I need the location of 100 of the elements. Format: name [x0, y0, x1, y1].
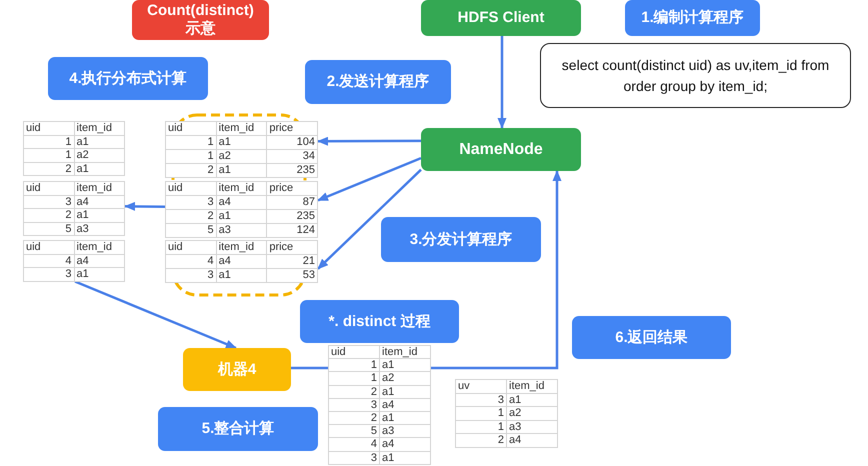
table-cell: 104: [267, 136, 317, 149]
arrow: [74, 280, 237, 350]
header-cell: item_id: [74, 182, 124, 194]
header-cell: uid: [166, 241, 216, 254]
data-table: [23, 240, 125, 282]
header-cell: item_id: [216, 122, 266, 135]
table-cell: 1: [166, 136, 216, 149]
table-cell: a3: [74, 222, 124, 235]
table-cell: 1: [24, 136, 74, 148]
table-cell: 53: [267, 269, 317, 282]
table-cell: a2: [74, 149, 124, 162]
data-table: [328, 345, 431, 465]
table-cell: 2: [166, 210, 216, 223]
arrow: [317, 136, 421, 146]
table-cell: a1: [74, 268, 124, 280]
table-cell: 2: [166, 164, 216, 177]
header-cell: item_id: [380, 346, 430, 358]
table-cell: a1: [74, 209, 124, 222]
table-cell: a4: [507, 434, 557, 447]
table-cell: 1: [456, 420, 506, 434]
table-cell: 1: [329, 359, 379, 372]
table-cell: 5: [24, 222, 74, 235]
table-cell: a1: [380, 412, 430, 424]
header-cell: uid: [166, 182, 216, 195]
table-cell: a1: [380, 386, 430, 398]
table-cell: a2: [216, 150, 266, 163]
table-cell: 3: [166, 269, 216, 282]
table-cell: a1: [216, 164, 266, 177]
table-cell: 2: [329, 412, 379, 424]
table-cell: 1: [329, 372, 379, 385]
table-cell: a3: [507, 420, 557, 434]
step-box: 1.编制计算程序: [625, 0, 760, 36]
header-cell: price: [267, 241, 317, 254]
machine-box: 机器4: [183, 348, 291, 391]
table-cell: 21: [267, 255, 317, 268]
data-table: [165, 121, 318, 178]
header-cell: uv: [456, 380, 506, 393]
table-cell: a2: [507, 407, 557, 420]
table-cell: 1: [24, 149, 74, 162]
table-cell: 87: [267, 196, 317, 209]
table-cell: a4: [74, 196, 124, 208]
table-cell: a1: [216, 136, 266, 149]
table-cell: a3: [380, 425, 430, 438]
table-cell: a1: [216, 210, 266, 223]
step-box: 5.整合计算: [158, 407, 318, 451]
header-cell: uid: [24, 182, 74, 194]
table-cell: 3: [456, 394, 506, 406]
table-cell: a1: [380, 452, 430, 464]
header-cell: item_id: [507, 380, 557, 393]
arrow: [498, 36, 506, 129]
step-box: 3.分发计算程序: [381, 217, 541, 262]
table-cell: 4: [329, 438, 379, 450]
header-cell: uid: [24, 241, 74, 254]
arrow: [317, 168, 422, 270]
step-box: *. distinct 过程: [300, 300, 459, 343]
arrow: [317, 156, 422, 202]
header-cell: item_id: [216, 241, 266, 254]
table-cell: a1: [216, 269, 266, 282]
table-cell: a1: [74, 136, 124, 148]
data-table: [455, 379, 558, 448]
header-cell: item_id: [74, 122, 124, 134]
table-cell: 2: [24, 162, 74, 175]
query-box: select count(distinct uid) as uv,item_id from order group by item_id;: [540, 43, 851, 108]
table-cell: a4: [380, 398, 430, 411]
table-cell: 3: [24, 268, 74, 280]
table-cell: 235: [267, 164, 317, 177]
table-cell: 235: [267, 210, 317, 223]
table-cell: 5: [166, 224, 216, 237]
header-cell: item_id: [74, 241, 124, 254]
step-box: 2.发送计算程序: [305, 60, 451, 104]
table-cell: 3: [166, 196, 216, 209]
header-cell: uid: [166, 122, 216, 135]
table-cell: 3: [24, 196, 74, 208]
table-cell: 4: [166, 255, 216, 268]
table-cell: 1: [166, 150, 216, 163]
table-cell: a1: [380, 359, 430, 372]
table-cell: 3: [329, 398, 379, 411]
table-cell: a4: [216, 196, 266, 209]
header-cell: item_id: [216, 182, 266, 195]
step-box: 4.执行分布式计算: [48, 57, 208, 100]
table-cell: 2: [24, 209, 74, 222]
connector-line: [291, 366, 328, 370]
data-table: [23, 181, 125, 236]
table-cell: 2: [456, 434, 506, 447]
arrow: [124, 202, 166, 211]
table-cell: 1: [456, 407, 506, 420]
table-cell: 5: [329, 425, 379, 438]
table-cell: 3: [329, 452, 379, 464]
step-box: 6.返回结果: [572, 316, 731, 359]
table-cell: 2: [329, 386, 379, 398]
table-cell: a4: [380, 438, 430, 450]
table-cell: a1: [74, 162, 124, 175]
header-cell: price: [267, 122, 317, 135]
data-table: [165, 240, 318, 283]
data-table: [165, 181, 318, 238]
table-cell: a2: [380, 372, 430, 385]
server-box: NameNode: [421, 128, 581, 171]
table-cell: 4: [24, 254, 74, 267]
table-cell: a3: [216, 224, 266, 237]
arrow: [431, 170, 562, 370]
